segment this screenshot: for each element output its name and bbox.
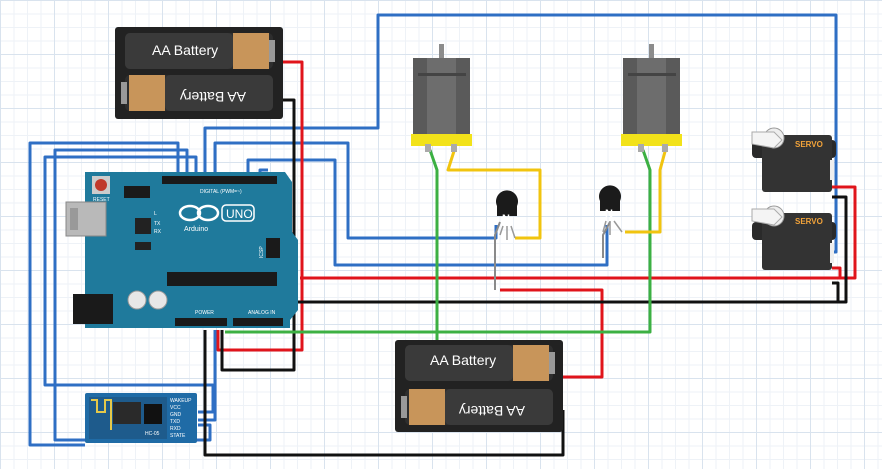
servo-icon: SERVO (751, 205, 836, 270)
rx-label: RX (154, 229, 162, 235)
battery-pack-icon: AA Battery AA Battery (115, 27, 283, 119)
board-model: UNO (226, 207, 253, 221)
transistor-label: N (605, 208, 613, 220)
wire-blue (246, 158, 609, 267)
bt-pin-label: TXD (170, 419, 180, 425)
board-brand: Arduino (184, 226, 208, 233)
wire-gray (494, 221, 501, 290)
tx-label: TX (154, 221, 161, 227)
servo-icon: SERVO (751, 127, 836, 192)
wire-blue (28, 141, 180, 447)
battery-label: AA Battery (459, 403, 525, 419)
dc-motor-icon (411, 44, 472, 152)
npn-transistor-icon: N (496, 190, 518, 240)
wire-blue (203, 13, 838, 254)
power-header-label: POWER (195, 310, 214, 316)
bt-pin-label: WAKEUP (170, 398, 192, 404)
arduino-uno-board: RESET DIGITAL (PWM=~) L TX RX UNO Arduin… (65, 172, 298, 328)
wire-red (300, 266, 842, 280)
battery-pack-icon: AA Battery AA Battery (395, 340, 563, 432)
wire-yellow (446, 147, 542, 240)
npn-transistor-icon: N (599, 185, 623, 235)
battery-label: AA Battery (152, 42, 218, 58)
wire-red (216, 60, 304, 352)
wire-green (437, 149, 652, 334)
l-led-label: L (154, 211, 157, 217)
transistor-label: N (502, 213, 510, 225)
bluetooth-module-icon: HC-05 WAKEUP VCC GND TXD RXD STATE (85, 393, 197, 443)
battery-label: AA Battery (430, 352, 496, 368)
digital-header-label: DIGITAL (PWM=~) (200, 189, 242, 195)
wire-black (203, 330, 565, 457)
bt-pin-label: STATE (170, 433, 186, 439)
battery-label: AA Battery (180, 89, 246, 105)
bt-pin-label: RXD (170, 426, 181, 432)
servo-label: SERVO (795, 217, 823, 226)
servo-label: SERVO (795, 140, 823, 149)
wire-yellow (625, 147, 668, 234)
icsp-label: ICSP (259, 246, 265, 258)
bt-module-label: HC-05 (145, 431, 160, 437)
dc-motor-icon (621, 44, 682, 152)
wire-gray (602, 221, 611, 258)
bt-pin-label: GND (170, 412, 182, 418)
wire-blue (43, 155, 215, 414)
analog-header-label: ANALOG IN (248, 310, 276, 316)
wire-green (225, 149, 439, 334)
wire-blue (53, 148, 212, 442)
wire-black (220, 98, 296, 372)
bt-pin-label: VCC (170, 405, 181, 411)
wire-black (292, 281, 840, 304)
reset-label: RESET (93, 197, 110, 203)
